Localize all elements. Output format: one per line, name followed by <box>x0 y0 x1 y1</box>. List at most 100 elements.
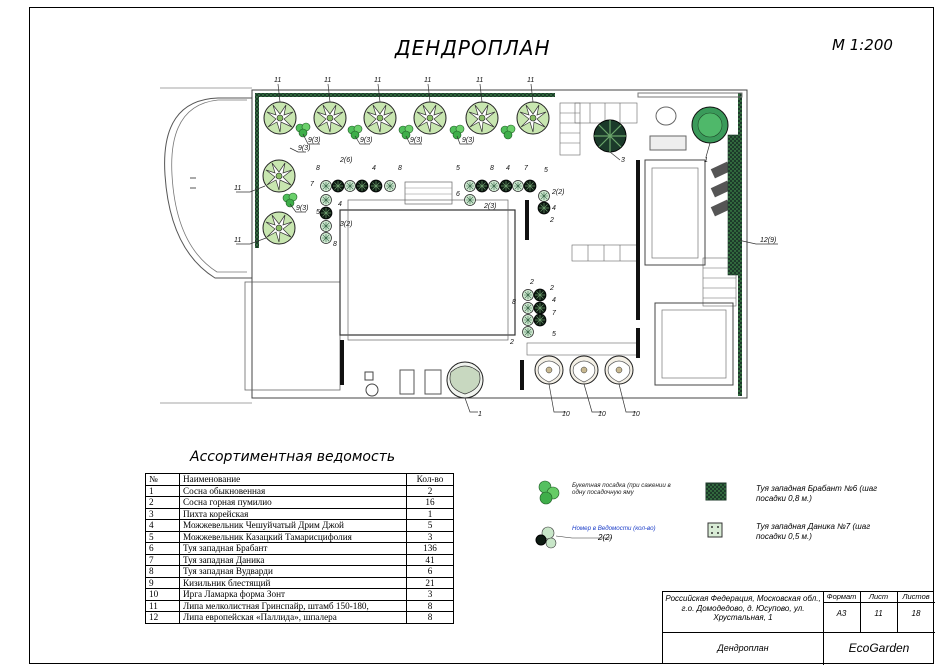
label-2: 2 <box>549 285 554 292</box>
stamp-sheet-label: Лист <box>868 592 889 601</box>
label-12-9: 12(9) <box>760 237 776 244</box>
drawing-frame <box>29 7 934 664</box>
label-9-3: 9(3) <box>308 137 320 144</box>
row-name: Туя западная Брабант <box>179 542 407 555</box>
stamp-plan-name: Дендроплан <box>717 643 769 653</box>
row-name: Липа мелколистная Гринспайр, штамб 150-1… <box>179 599 407 612</box>
stamp-brand: EcoGarden <box>848 641 910 655</box>
stamp-format-value: А3 <box>836 609 847 618</box>
label-9-3: 9(3) <box>296 205 308 212</box>
row-no: 11 <box>145 599 180 612</box>
label-1: 1 <box>478 411 482 418</box>
label-9-3: 9(3) <box>360 137 372 144</box>
row-qty: 5 <box>406 519 454 532</box>
row-name: Ирга Ламарка форма Зонт <box>179 588 407 601</box>
row-name: Туя западная Даника <box>179 553 407 566</box>
label-9-3: 9(3) <box>298 145 310 152</box>
row-name: Сосна обыкновенная <box>179 484 407 497</box>
scale-label: М 1:200 <box>832 36 893 54</box>
vedomost-title: Ассортиментная ведомость <box>190 449 396 465</box>
row-name: Туя западная Вудварди <box>179 565 407 578</box>
label-10: 10 <box>632 411 640 418</box>
page-title: ДЕНДРОПЛАН <box>395 36 551 60</box>
row-qty: 8 <box>406 611 454 624</box>
row-name: Кизильник блестящий <box>179 576 407 589</box>
label-3: 3 <box>621 157 625 164</box>
label-7: 7 <box>524 165 529 172</box>
row-name: Можжевельник Чешуйчатый Дрим Джой <box>179 519 407 532</box>
label-2-3: 2(3) <box>483 203 496 210</box>
label-11: 11 <box>424 77 431 84</box>
label-8: 8 <box>490 165 494 172</box>
label-1: 1 <box>704 157 708 164</box>
row-no: 9 <box>145 576 180 589</box>
label-4: 4 <box>552 205 556 212</box>
label-11: 11 <box>324 77 331 84</box>
label-9-3: 9(3) <box>410 137 422 144</box>
legend-number-example: 2(2) <box>598 533 613 542</box>
legend-number-note: Номер в Ведомости (кол-во) <box>572 525 656 532</box>
row-no: 12 <box>145 611 180 624</box>
row-no: 2 <box>145 496 180 509</box>
label-2: 2 <box>529 279 534 286</box>
row-no: 6 <box>145 542 180 555</box>
label-8: 8 <box>398 165 402 172</box>
header-name: Наименование <box>179 473 407 486</box>
row-qty: 8 <box>406 599 454 612</box>
label-5: 5 <box>552 331 556 338</box>
label-11: 11 <box>234 185 241 192</box>
legend-brabant: Туя западная Брабант №6 (шаг посадки 0,8… <box>756 484 878 503</box>
legend-danika: Туя западная Даника №7 (шаг посадки 0,5 … <box>756 522 871 541</box>
label-4: 4 <box>552 297 556 304</box>
label-10: 10 <box>598 411 606 418</box>
label-3-2: 3(2) <box>340 221 352 228</box>
label-2-6: 2(6) <box>339 157 352 164</box>
row-name: Сосна горная пумилио <box>179 496 407 509</box>
label-5: 5 <box>456 165 460 172</box>
header-no: № <box>145 473 180 486</box>
label-10: 10 <box>562 411 570 418</box>
stamp-sheets-value: 18 <box>911 609 921 618</box>
title-block: Российская Федерация, Московская обл., г… <box>662 591 935 665</box>
row-qty: 3 <box>406 530 454 543</box>
row-qty: 6 <box>406 565 454 578</box>
row-qty: 21 <box>406 576 454 589</box>
row-no: 4 <box>145 519 180 532</box>
row-name: Пихта корейская <box>179 507 407 520</box>
row-qty: 1 <box>406 507 454 520</box>
row-no: 10 <box>145 588 180 601</box>
table-header-row: № Наименование Кол-во <box>145 473 454 486</box>
row-qty: 41 <box>406 553 454 566</box>
label-2: 2 <box>509 339 514 346</box>
label-9-3: 9(3) <box>462 137 474 144</box>
label-11: 11 <box>234 237 241 244</box>
row-qty: 136 <box>406 542 454 555</box>
label-6: 6 <box>456 191 460 198</box>
row-qty: 2 <box>406 484 454 497</box>
label-5: 5 <box>544 167 548 174</box>
legend-group-planting: Букетная посадка (при сажении в одну пос… <box>572 482 671 496</box>
label-8: 8 <box>333 241 337 248</box>
stamp-address: Российская Федерация, Московская обл., г… <box>665 594 821 622</box>
row-no: 3 <box>145 507 180 520</box>
label-4: 4 <box>506 165 510 172</box>
label-8: 8 <box>316 165 320 172</box>
row-name: Можжевельник Казацкий Тамарисцифолия <box>179 530 407 543</box>
label-5: 5 <box>316 209 320 216</box>
row-no: 5 <box>145 530 180 543</box>
label-4: 4 <box>338 201 342 208</box>
row-qty: 16 <box>406 496 454 509</box>
stamp-sheet-value: 11 <box>874 609 883 618</box>
label-2-2: 2(2) <box>551 189 564 196</box>
